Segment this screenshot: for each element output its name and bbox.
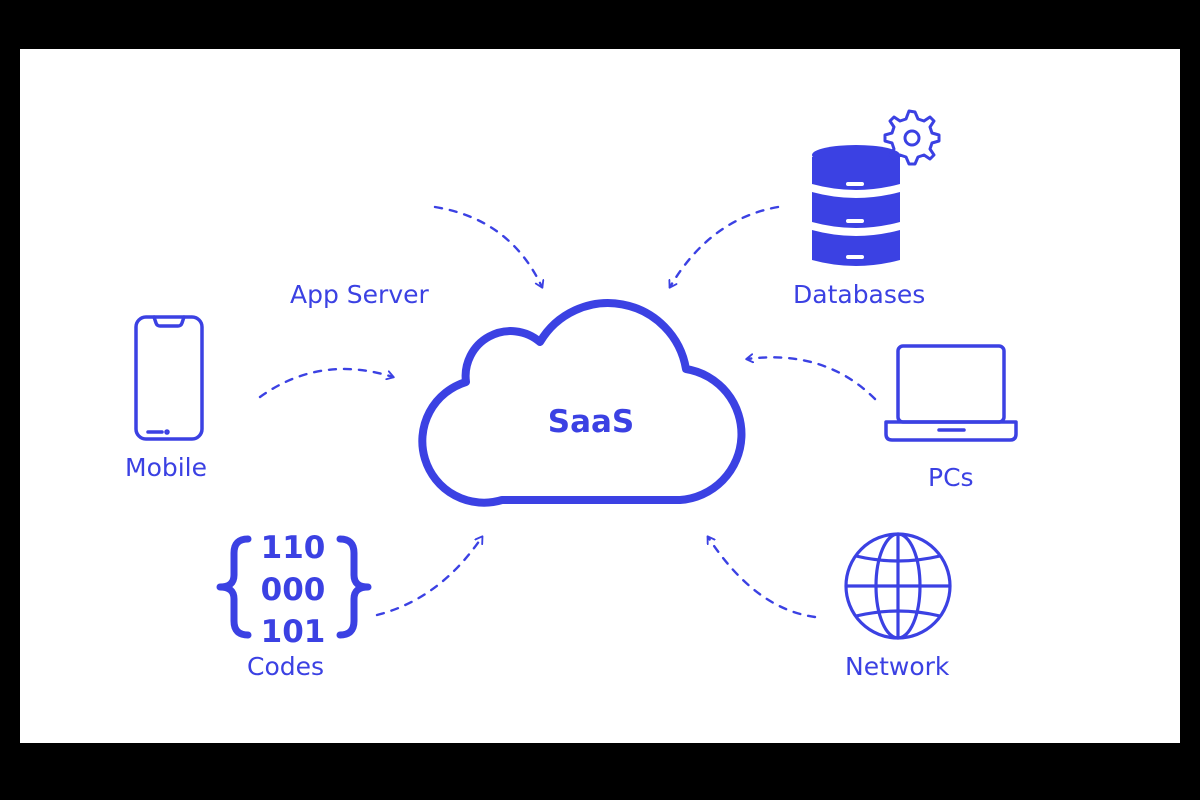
app-server-label: App Server (290, 280, 429, 309)
pcs-label: PCs (928, 463, 974, 492)
globe-icon (844, 532, 952, 640)
arrow-mobile (258, 367, 393, 399)
arrow-databases (670, 205, 780, 287)
network-label: Network (845, 652, 950, 681)
arrow-codes (375, 537, 482, 617)
databases-label: Databases (793, 280, 926, 309)
codes-label: Codes (247, 652, 325, 681)
laptop-icon (884, 344, 1018, 442)
arrow-app-server (433, 205, 542, 287)
database-icon (812, 145, 900, 266)
arrow-network (708, 537, 817, 619)
code-line: 000 (260, 572, 326, 608)
smartphone-icon (134, 315, 204, 441)
code-line: 101 (260, 614, 326, 650)
code-line: 110 (260, 530, 326, 566)
arrow-pcs (747, 357, 877, 401)
binary-code-icon (216, 535, 372, 639)
saas-label: SaaS (547, 404, 635, 440)
binary-code-lines: 110 000 101 (258, 527, 328, 653)
gear-icon (883, 109, 941, 166)
cloud-icon (418, 299, 746, 507)
diagram-canvas: SaaS App Server Databases Mobile PCs Cod… (20, 49, 1180, 743)
saas-diagram (134, 109, 1018, 640)
mobile-label: Mobile (125, 453, 208, 482)
